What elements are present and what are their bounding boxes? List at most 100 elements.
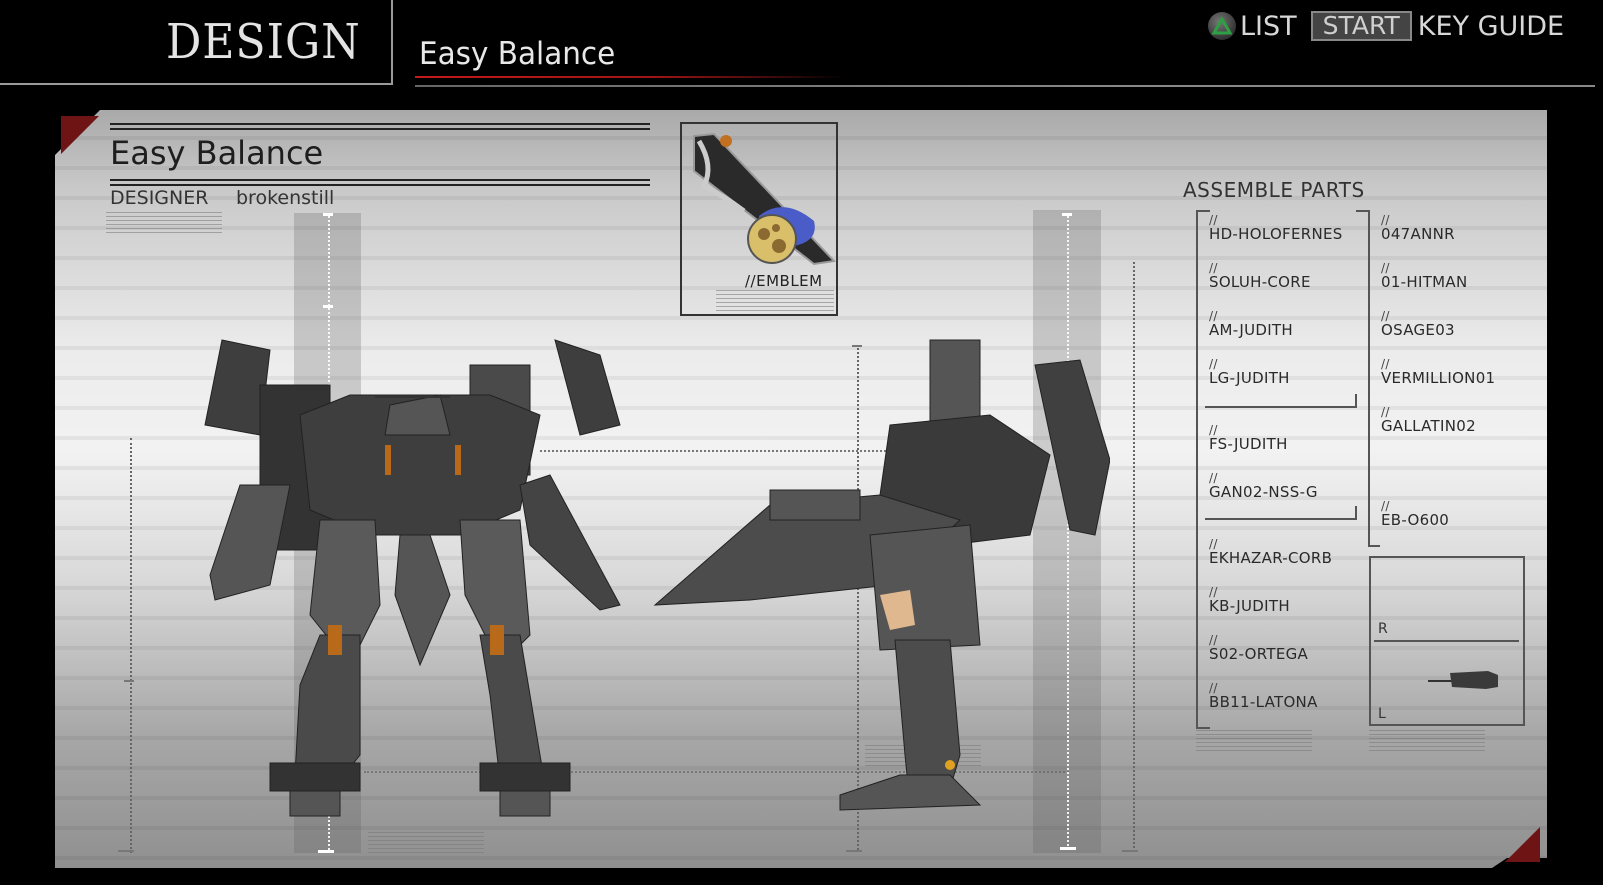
part-name: BB11-LATONA: [1209, 693, 1318, 711]
part-arms[interactable]: //AM-JUDITH: [1209, 309, 1293, 339]
part-prefix: //: [1209, 309, 1218, 323]
part-prefix: //: [1209, 537, 1218, 551]
part-hanger-unit[interactable]: //EB-O600: [1381, 499, 1450, 529]
part-prefix: //: [1209, 213, 1218, 227]
gauge-tick: [318, 850, 334, 853]
part-name: GAN02-NSS-G: [1209, 483, 1318, 501]
part-name: HD-HOLOFERNES: [1209, 225, 1343, 243]
designer-label: DESIGNER: [110, 187, 209, 209]
section-title: DESIGN: [166, 14, 361, 70]
ruler-tick: [124, 680, 134, 682]
bracket-middle: [1356, 210, 1370, 547]
key-hints: LIST START KEY GUIDE: [1208, 8, 1564, 44]
part-generator[interactable]: //GAN02-NSS-G: [1209, 471, 1318, 501]
part-l-arm-unit[interactable]: //01-HITMAN: [1381, 261, 1468, 291]
part-l-back-unit[interactable]: //VERMILLION01: [1381, 357, 1496, 387]
design-title: Easy Balance: [110, 134, 324, 172]
part-head[interactable]: //HD-HOLOFERNES: [1209, 213, 1343, 243]
mech-front-view: [204, 339, 621, 817]
part-prefix: //: [1209, 471, 1218, 485]
bracket-left-outer: [1196, 210, 1210, 729]
fine-print-bottom: [368, 832, 484, 854]
hanger-right-label: R: [1378, 621, 1388, 637]
ruler-tick: [1122, 850, 1138, 852]
part-prefix: //: [1381, 213, 1390, 227]
ruler-tick: [852, 345, 862, 347]
width-ruler-bottom: [364, 771, 1069, 773]
emblem-frame: [680, 122, 838, 316]
part-r-arm-unit[interactable]: //047ANNR: [1381, 213, 1455, 243]
part-name: 01-HITMAN: [1381, 273, 1468, 291]
emblem-fine-print: [716, 290, 834, 312]
part-prefix: //: [1209, 633, 1218, 647]
part-shoulder-unit[interactable]: //GALLATIN02: [1381, 405, 1476, 435]
list-hint-label[interactable]: LIST: [1240, 10, 1297, 42]
bracket-internals-group: [1205, 506, 1357, 520]
part-prefix: //: [1209, 681, 1218, 695]
ruler-left: [130, 438, 132, 853]
header-divider: [415, 85, 1595, 87]
part-prefix: //: [1209, 585, 1218, 599]
title-rule-bottom: [110, 179, 650, 181]
part-name: VERMILLION01: [1381, 369, 1496, 387]
mech-side-view: [653, 339, 1110, 811]
part-name: OSAGE03: [1381, 321, 1455, 339]
triangle-button-icon[interactable]: [1208, 12, 1236, 40]
fine-print-parts: [1196, 730, 1312, 752]
fine-print-hanger: [1369, 730, 1485, 752]
part-name: AM-JUDITH: [1209, 321, 1293, 339]
emblem-image: [693, 132, 837, 266]
part-main-booster[interactable]: //EKHAZAR-CORB: [1209, 537, 1333, 567]
hanger-divider: [1374, 640, 1519, 642]
start-button[interactable]: START: [1310, 11, 1412, 41]
part-name: GALLATIN02: [1381, 417, 1476, 435]
hanger-left-label: L: [1378, 706, 1386, 722]
part-overed-booster[interactable]: //BB11-LATONA: [1209, 681, 1318, 711]
part-name: KB-JUDITH: [1209, 597, 1290, 615]
part-name: EB-O600: [1381, 511, 1450, 529]
part-side-booster[interactable]: //S02-ORTEGA: [1209, 633, 1309, 663]
part-prefix: //: [1381, 357, 1390, 371]
corner-accent-top-left: [61, 116, 99, 154]
part-r-back-unit[interactable]: //OSAGE03: [1381, 309, 1455, 339]
designer-name: brokenstill: [236, 187, 335, 209]
ruler-tick: [118, 850, 134, 852]
part-name: 047ANNR: [1381, 225, 1455, 243]
width-ruler-mid: [540, 450, 890, 452]
part-prefix: //: [1209, 423, 1218, 437]
section-header: DESIGN: [0, 0, 393, 85]
part-prefix: //: [1381, 309, 1390, 323]
gauge-tick: [1060, 847, 1076, 850]
part-prefix: //: [1381, 405, 1390, 419]
design-name-header: Easy Balance: [419, 36, 616, 72]
assemble-parts-title: ASSEMBLE PARTS: [1183, 178, 1365, 202]
fine-print: [106, 212, 222, 234]
bracket-middle-foot: [1368, 545, 1380, 547]
emblem-label: //EMBLEM: [745, 272, 823, 290]
part-name: FS-JUDITH: [1209, 435, 1288, 453]
part-back-booster[interactable]: //KB-JUDITH: [1209, 585, 1290, 615]
gauge-tick: [323, 305, 333, 308]
title-rule-bottom-2: [110, 184, 650, 186]
ruler-side-left: [857, 345, 859, 850]
title-rule-top: [110, 123, 650, 125]
hanger-preview-box: [1369, 556, 1525, 726]
part-name: EKHAZAR-CORB: [1209, 549, 1333, 567]
part-name: S02-ORTEGA: [1209, 645, 1309, 663]
part-fcs[interactable]: //FS-JUDITH: [1209, 423, 1288, 453]
header-accent-line: [415, 76, 845, 78]
part-prefix: //: [1381, 261, 1390, 275]
gauge-tick: [323, 213, 333, 216]
part-prefix: //: [1381, 499, 1390, 513]
part-name: SOLUH-CORE: [1209, 273, 1311, 291]
title-rule-top-2: [110, 128, 650, 130]
height-gauge-dots-side: [1067, 213, 1069, 850]
corner-accent-bottom-right: [1505, 827, 1540, 862]
bracket-frame-group: [1205, 394, 1357, 408]
gauge-tick: [1062, 213, 1072, 216]
ruler-tick: [846, 850, 862, 852]
part-core[interactable]: //SOLUH-CORE: [1209, 261, 1311, 291]
part-legs[interactable]: //LG-JUDITH: [1209, 357, 1290, 386]
ruler-right: [1133, 262, 1135, 852]
key-guide-hint-label[interactable]: KEY GUIDE: [1417, 10, 1565, 42]
